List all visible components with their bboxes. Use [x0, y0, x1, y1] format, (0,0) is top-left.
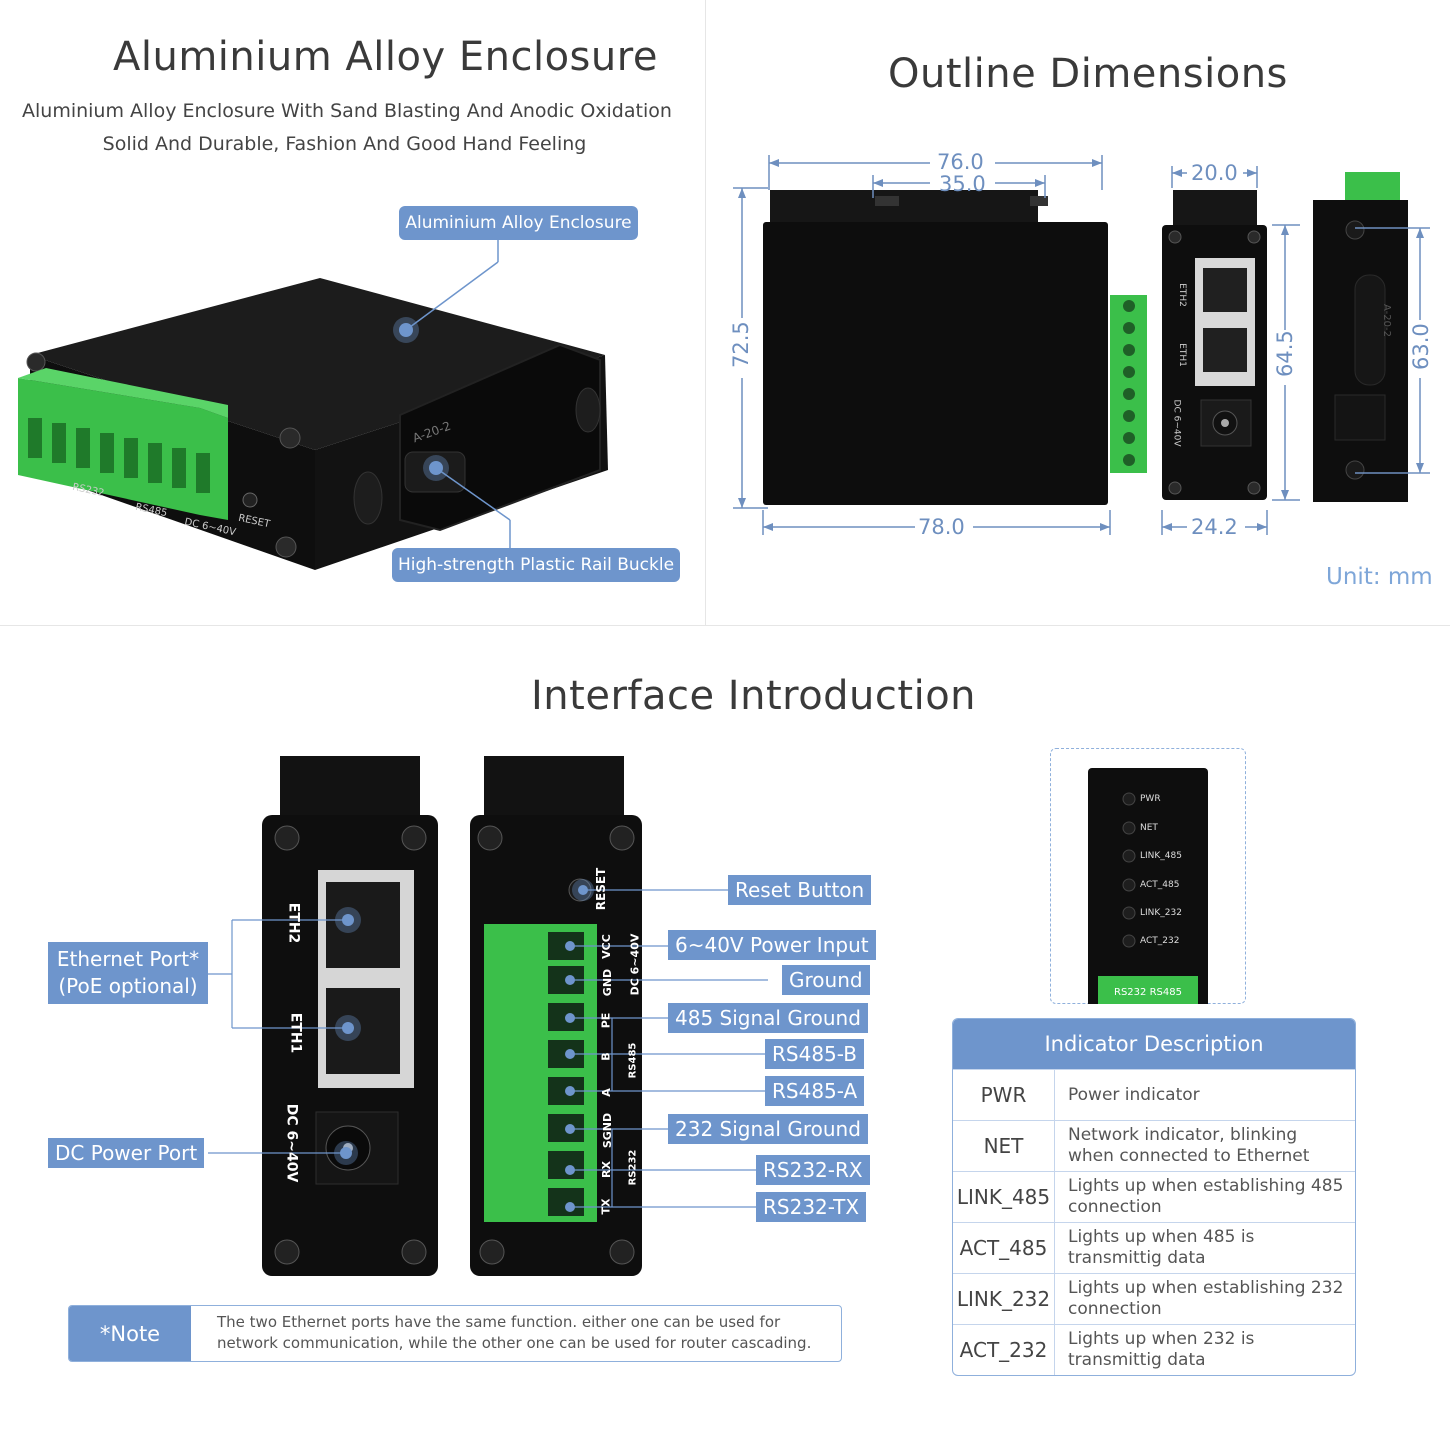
row-name: ACT_485: [953, 1223, 1055, 1273]
dim-side-24: 24.2: [1191, 515, 1238, 539]
row-name: PWR: [953, 1070, 1055, 1120]
enclosure-subtitle-2: Solid And Durable, Fashion And Good Hand…: [102, 133, 587, 155]
panel-label-eth2: ETH2: [285, 902, 302, 944]
panel-label-rs485: RS485: [627, 1042, 639, 1079]
enclosure-title: Aluminium Alloy Enclosure: [113, 34, 658, 80]
panel-label-rx: RX: [599, 1161, 613, 1178]
led-label-link485: LINK_485: [1140, 851, 1182, 861]
callout-enclosure: Aluminium Alloy Enclosure: [399, 206, 638, 240]
rear-label-rail: A-20-2: [1380, 304, 1392, 337]
tag-rs232-tx: RS232-TX: [756, 1192, 867, 1222]
interface-panels: [208, 756, 768, 1276]
tag-485-signal-ground: 485 Signal Ground: [668, 1003, 868, 1033]
row-desc: Lights up when 485 is transmittig data: [1068, 1227, 1255, 1268]
panel-label-vcc: VCC: [599, 934, 613, 959]
panel-label-eth1: ETH1: [287, 1012, 304, 1054]
tag-ethernet-line1: Ethernet Port*: [56, 947, 200, 971]
led-label-act485: ACT_485: [1140, 880, 1180, 890]
note-box: *Note The two Ethernet ports have the sa…: [68, 1305, 842, 1362]
row-name: ACT_232: [953, 1325, 1055, 1375]
table-row: LINK_485 Lights up when establishing 485 …: [953, 1171, 1355, 1222]
tag-rs232-rx: RS232-RX: [756, 1155, 870, 1185]
enclosure-subtitle-1: Aluminium Alloy Enclosure With Sand Blas…: [22, 100, 672, 122]
led-label-link232: LINK_232: [1140, 908, 1182, 918]
panel-label-reset: RESET: [594, 867, 609, 911]
dimension-drawing: [733, 155, 1430, 535]
dim-top-35: 35.0: [939, 172, 986, 196]
dim-rear-63: 63.0: [1409, 323, 1433, 370]
led-strip: RS232 RS485: [1098, 976, 1198, 1004]
unit-label: Unit: mm: [1326, 564, 1433, 590]
tag-ethernet-port: Ethernet Port* (PoE optional): [48, 942, 208, 1004]
dim-side-64: 64.5: [1273, 330, 1297, 377]
dim-left-72: 72.5: [729, 321, 753, 368]
dim-bottom-78: 78.0: [918, 515, 965, 539]
led-panel: [1088, 768, 1208, 1004]
table-row: NET Network indicator, blinking when conn…: [953, 1120, 1355, 1171]
side-label-eth1: ETH1: [1176, 343, 1187, 367]
panel-label-power: DC 6~40V: [628, 933, 642, 996]
table-row: ACT_485 Lights up when 485 is transmittig…: [953, 1222, 1355, 1273]
tag-232-signal-ground: 232 Signal Ground: [668, 1114, 868, 1144]
dim-side-20: 20.0: [1191, 161, 1238, 185]
interface-title: Interface Introduction: [531, 673, 977, 719]
row-name: LINK_485: [953, 1172, 1055, 1222]
panel-label-sgnd: SGND: [601, 1112, 615, 1149]
enclosure-device-illustration: [18, 240, 608, 570]
dimensions-title: Outline Dimensions: [888, 51, 1288, 97]
panel-label-tx: TX: [599, 1198, 613, 1215]
vertical-divider: [705, 0, 706, 625]
panel-label-b: B: [599, 1052, 613, 1061]
row-desc: Network indicator, blinking when connect…: [1068, 1125, 1310, 1166]
tag-ethernet-line2: (PoE optional): [58, 974, 198, 998]
table-row: LINK_232 Lights up when establishing 232 …: [953, 1273, 1355, 1324]
row-name: NET: [953, 1121, 1055, 1171]
tag-reset-button: Reset Button: [728, 875, 872, 905]
row-desc: Lights up when establishing 232 connecti…: [1068, 1278, 1344, 1319]
note-key: *Note: [69, 1306, 191, 1361]
panel-label-rs232: RS232: [627, 1149, 639, 1186]
panel-label-dc: DC 6~40V: [283, 1103, 300, 1183]
panel-label-gnd: GND: [601, 968, 615, 997]
led-label-net: NET: [1140, 823, 1158, 833]
tag-rs485-b: RS485-B: [765, 1039, 864, 1069]
row-desc: Lights up when 232 is transmittig data: [1068, 1329, 1255, 1370]
horizontal-divider: [0, 625, 1450, 626]
led-dots: [1122, 792, 1136, 948]
callout-rail-buckle: High-strength Plastic Rail Buckle: [392, 548, 680, 582]
tag-dc-power-port: DC Power Port: [48, 1138, 205, 1168]
panel-label-a: A: [599, 1088, 613, 1097]
indicator-table: Indicator Description PWR Power indicator…: [952, 1018, 1356, 1376]
row-desc: Lights up when establishing 485 connecti…: [1068, 1176, 1344, 1217]
row-name: LINK_232: [953, 1274, 1055, 1324]
indicator-table-title: Indicator Description: [953, 1019, 1355, 1069]
row-desc: Power indicator: [1068, 1084, 1200, 1105]
led-label-act232: ACT_232: [1140, 936, 1180, 946]
table-row: PWR Power indicator: [953, 1069, 1355, 1120]
dim-top-76: 76.0: [937, 150, 984, 174]
table-row: ACT_232 Lights up when 232 is transmittig…: [953, 1324, 1355, 1375]
note-text: The two Ethernet ports have the same fun…: [217, 1313, 812, 1352]
panel-label-pe: PE: [599, 1012, 613, 1029]
led-label-pwr: PWR: [1140, 794, 1161, 804]
tag-ground: Ground: [782, 965, 870, 995]
side-label-dc: DC 6~40V: [1171, 399, 1182, 447]
tag-power-input: 6~40V Power Input: [668, 930, 876, 960]
side-label-eth2: ETH2: [1176, 283, 1187, 307]
tag-rs485-a: RS485-A: [765, 1076, 865, 1106]
